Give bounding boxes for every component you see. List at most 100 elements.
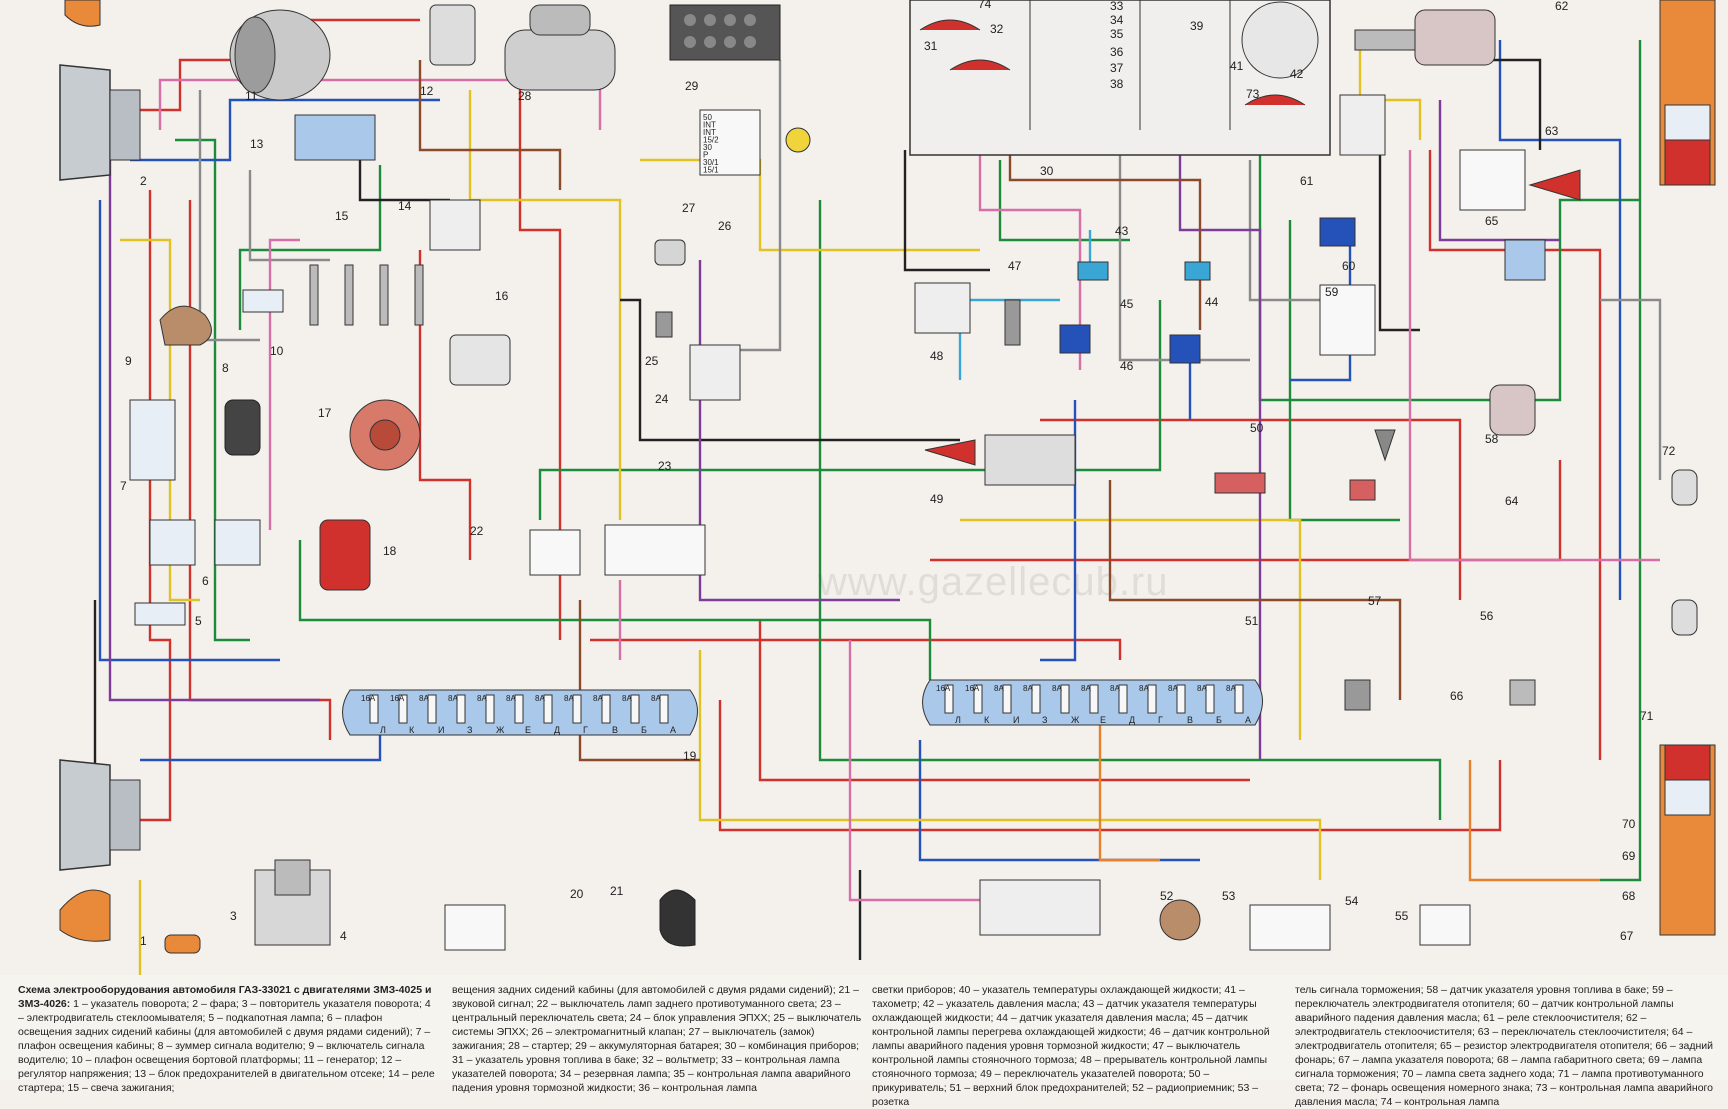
wire-green: [538, 300, 1162, 520]
component-number-64: 64: [1505, 494, 1519, 508]
heater-resistor: [1504, 239, 1546, 281]
lower-fuse-rating: 8А: [651, 694, 661, 703]
wire-brown: [418, 60, 562, 190]
wire-red: [1040, 418, 1462, 600]
wire-red: [418, 250, 472, 560]
underhood-lamp: [134, 602, 186, 626]
component-number-48: 48: [930, 349, 944, 363]
main-light-switch: [604, 524, 706, 576]
lower-fuse-rating: 8А: [419, 694, 429, 703]
component-number-39: 39: [1190, 19, 1204, 33]
lower-fuse-rating: 8А: [593, 694, 603, 703]
horn: [659, 889, 696, 947]
component-number-58: 58: [1485, 432, 1499, 446]
rear-fog-switch: [529, 529, 581, 576]
component-number-2: 2: [140, 174, 147, 188]
wire-green: [818, 200, 1442, 820]
lower-fuse-letter: Б: [641, 725, 647, 735]
ignition-pin-label: 30: [703, 143, 712, 152]
component-number-56: 56: [1480, 609, 1494, 623]
lower-fuse-rating: 8А: [622, 694, 632, 703]
rear-light-bottom-right: [1659, 744, 1716, 936]
wire-green: [1600, 40, 1642, 882]
component-number-59: 59: [1325, 285, 1339, 299]
component-number-31: 31: [924, 39, 938, 53]
engine-fuse-block: [294, 114, 376, 161]
component-number-62: 62: [1555, 0, 1569, 13]
instrument-cluster: [909, 0, 1331, 156]
wire-black: [358, 160, 450, 202]
license-plate-light-2: [1671, 599, 1698, 636]
wiper-relay: [1339, 94, 1386, 156]
component-number-44: 44: [1205, 295, 1219, 309]
component-number-28: 28: [518, 89, 532, 103]
component-number-37: 37: [1110, 61, 1124, 75]
wire-red: [590, 638, 1122, 660]
wire-red: [140, 190, 172, 822]
wire-blue: [130, 98, 440, 162]
upper-fuse-rating: 8А: [1081, 684, 1091, 693]
wire-yellow: [698, 650, 1322, 880]
wire-pink: [268, 238, 300, 530]
component-number-42: 42: [1290, 67, 1304, 81]
starter-relay: [429, 199, 481, 251]
component-number-36: 36: [1110, 45, 1124, 59]
component-number-70: 70: [1622, 817, 1636, 831]
component-number-1: 1: [140, 934, 147, 948]
component-number-22: 22: [470, 524, 484, 538]
wire-black: [1378, 150, 1420, 332]
upper-fuse-letter: Б: [1216, 715, 1222, 725]
component-number-47: 47: [1008, 259, 1022, 273]
wire-purple: [698, 260, 900, 602]
component-number-45: 45: [1120, 297, 1134, 311]
component-number-32: 32: [990, 22, 1004, 36]
upper-fuse-rating: 8А: [994, 684, 1004, 693]
platform-light: [242, 289, 284, 313]
lower-fuse: [427, 694, 437, 724]
upper-fuse-letter: Л: [955, 715, 961, 725]
wire-pink: [1408, 150, 1660, 562]
legend-column-2: вещения задних сидений кабины (для автом…: [452, 984, 862, 1094]
cigarette-lighter: [1214, 472, 1266, 494]
upper-fuse-rating: 16А: [936, 684, 951, 693]
component-number-69: 69: [1622, 849, 1636, 863]
turn-signal-switch: [924, 434, 1076, 486]
lower-fuse: [601, 694, 611, 724]
wiper-motor: [1354, 9, 1496, 66]
turn-indicator-top-left: [64, 0, 101, 27]
wire-grey: [248, 170, 330, 262]
component-number-5: 5: [195, 614, 202, 628]
ignition-pin-label: 15/1: [703, 166, 719, 175]
wire-pink: [158, 78, 602, 130]
wire-brown: [578, 600, 700, 762]
component-number-21: 21: [610, 884, 624, 898]
lower-fuse-rating: 8А: [506, 694, 516, 703]
oil-pressure-lamp-sensor: [1319, 217, 1356, 247]
component-number-60: 60: [1342, 259, 1356, 273]
turn-repeater: [164, 934, 201, 954]
upper-fuse: [1176, 684, 1186, 714]
component-number-41: 41: [1230, 59, 1244, 73]
component-number-54: 54: [1345, 894, 1359, 908]
component-number-7: 7: [120, 479, 127, 493]
ignition-module: [449, 334, 511, 386]
component-number-72: 72: [1662, 444, 1676, 458]
upper-fuse-letter: И: [1013, 715, 1019, 725]
component-number-16: 16: [495, 289, 509, 303]
relay-55: [1419, 904, 1471, 946]
component-number-26: 26: [718, 219, 732, 233]
component-number-52: 52: [1160, 889, 1174, 903]
wire-blue: [1498, 40, 1622, 600]
upper-fuse-rating: 16А: [965, 684, 980, 693]
upper-fuse-rating: 8А: [1197, 684, 1207, 693]
lower-fuse: [543, 694, 553, 724]
brake-fluid-sensor: [1059, 324, 1091, 354]
oil-pressure-sensor: [1169, 334, 1201, 364]
headlight-top-left: [59, 64, 141, 181]
upper-fuse-letter: Д: [1129, 715, 1135, 725]
component-number-50: 50: [1250, 421, 1264, 435]
component-number-38: 38: [1110, 77, 1124, 91]
wire-yellow: [960, 518, 1302, 740]
